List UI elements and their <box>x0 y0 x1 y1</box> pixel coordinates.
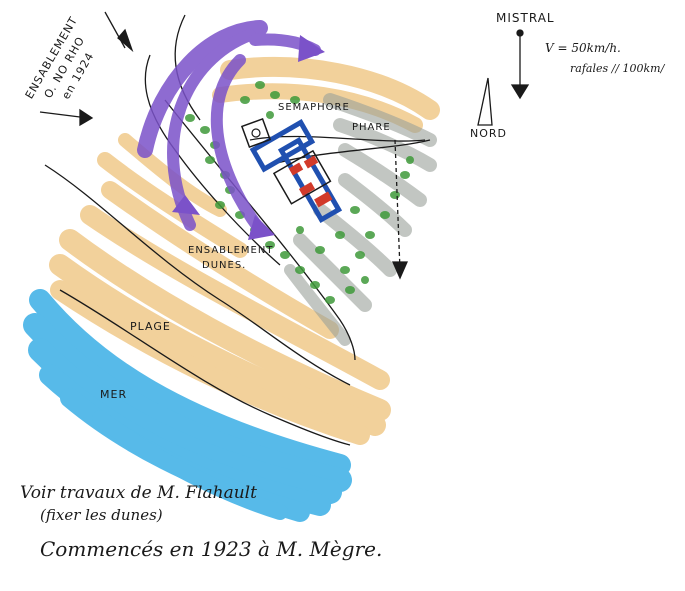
phare-label: PHARE <box>352 122 391 133</box>
north-arrow: NORD <box>470 77 507 140</box>
dunes-label-line1: ENSABLEMENT <box>188 245 273 256</box>
note-line3: Commencés en 1923 à M. Mègre. <box>40 537 382 561</box>
wind-arrowheads <box>172 35 325 240</box>
gusts-label: rafales // 100km/ <box>570 62 666 75</box>
north-label: NORD <box>470 127 507 140</box>
dune-shading <box>284 93 437 346</box>
mistral-label: MISTRAL <box>496 11 555 25</box>
beach-label: PLAGE <box>130 320 171 333</box>
note-line2: (fixer les dunes) <box>40 506 163 524</box>
ensablement-top-label: ENSABLEMENT O. NO RHO en 1924 <box>23 14 97 101</box>
ink-arrows <box>39 11 530 280</box>
wind-speed-label: V = 50km/h. <box>545 41 621 55</box>
wind-arrows <box>137 20 321 236</box>
semaphore-label: SEMAPHORE <box>278 102 350 113</box>
dunes-label-line2: DUNES. <box>202 260 246 271</box>
sea-area <box>23 289 352 522</box>
note-line1: Voir travaux de M. Flahault <box>20 483 257 503</box>
semaphore-building <box>240 117 272 149</box>
lighthouse-compound <box>249 119 343 224</box>
sea-label: MER <box>100 388 127 401</box>
